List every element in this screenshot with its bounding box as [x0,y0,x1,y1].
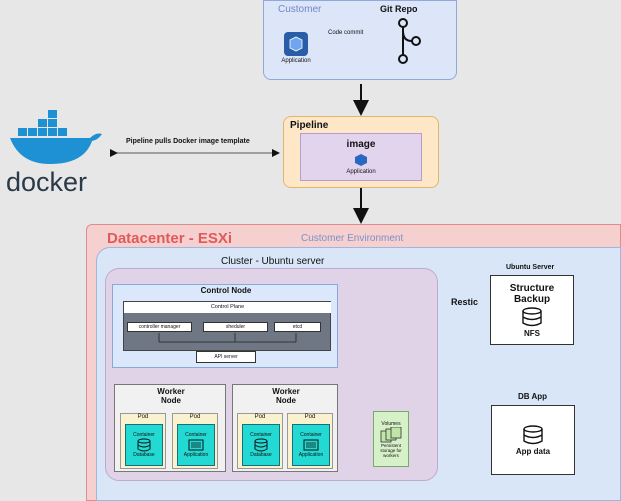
customer-environment-label: Customer Environment [301,233,404,244]
worker-node-title: Worker Node [272,387,300,405]
scheduler-box: sheduler [203,322,268,332]
db-app-title: DB App [518,392,548,401]
pod-label: Pod [254,414,266,420]
api-server-box: API server [196,351,256,363]
container-label: Container [250,432,272,438]
customer-app: Application [278,27,314,67]
customer-box: Customer Application Code commit Git Rep… [263,0,457,80]
container-label: Container [300,432,322,438]
volumes-desc: Persistent storage for workers [380,442,402,458]
container-box: Container Database [242,424,280,466]
pod: Pod Container Application [287,413,333,469]
pod-label: Pod [304,414,316,420]
datacenter-title: Datacenter - ESXi [107,230,233,247]
etcd-box: etcd [274,322,321,332]
control-plane-box: Control Plane controller manager shedule… [123,301,331,351]
database-icon [522,306,542,326]
container-box: Container Application [292,424,330,466]
pod-label: Pod [189,414,201,420]
container-label: Container [133,432,155,438]
pod-label: Pod [137,414,149,420]
server-icon [303,439,319,451]
structure-backup-box: Structure Backup NFS [490,275,574,345]
control-plane-connectors [158,333,297,343]
application-icon [284,32,308,56]
container-item-label: Application [183,452,209,458]
restic-label: Restic [451,297,479,307]
container-label: Container [185,432,207,438]
control-node-title: Control Node [200,286,252,295]
image-box: image Application [300,133,422,181]
database-icon [523,424,543,444]
container-item-label: Database [133,452,155,458]
volumes-title: Volumes [381,420,401,427]
customer-title: Customer [278,4,322,15]
docker-pipeline-text: Pipeline pulls Docker image template [126,138,250,145]
control-plane-label: Control Plane [124,302,331,313]
application-icon [355,154,367,166]
server-icon [188,439,204,451]
image-title: image [346,139,376,150]
structure-backup-title: Structure Backup [509,282,555,305]
cluster-title: Cluster - Ubuntu server [221,256,325,267]
worker-node-title: Worker Node [157,387,185,405]
docker-logo: docker [6,108,106,196]
pipeline-title: Pipeline [290,120,329,131]
app-data-box: App data [491,405,575,475]
docker-whale-icon [10,110,102,164]
customer-app-label: Application [281,58,311,64]
ubuntu-server-title: Ubuntu Server [506,264,555,271]
control-node-box: Control Node Control Plane controller ma… [112,284,338,368]
code-commit-label: Code commit [328,30,364,36]
controller-manager-box: controller manager [127,322,192,332]
volumes-box: Volumes Persistent storage for workers [373,411,409,467]
container-item-label: Database [250,452,272,458]
pod: Pod Container Database [120,413,166,469]
worker-node: Worker Node Pod Container Database Pod C… [232,384,338,472]
pod: Pod Container Database [237,413,283,469]
volumes-icon [380,426,402,442]
database-icon [137,438,151,452]
container-box: Container Application [177,424,215,466]
nfs-label: NFS [524,328,540,338]
git-branch-icon [398,18,421,64]
worker-node: Worker Node Pod Container Database Pod C… [114,384,226,472]
container-item-label: Application [298,452,324,458]
pipeline-app-label: Application [346,169,376,175]
app-data-label: App data [515,446,551,456]
git-repo-title: Git Repo [380,4,418,14]
database-icon [254,438,268,452]
container-box: Container Database [125,424,163,466]
pipeline-box: Pipeline image Application [283,116,439,188]
docker-text: docker [6,167,88,197]
pod: Pod Container Application [172,413,218,469]
